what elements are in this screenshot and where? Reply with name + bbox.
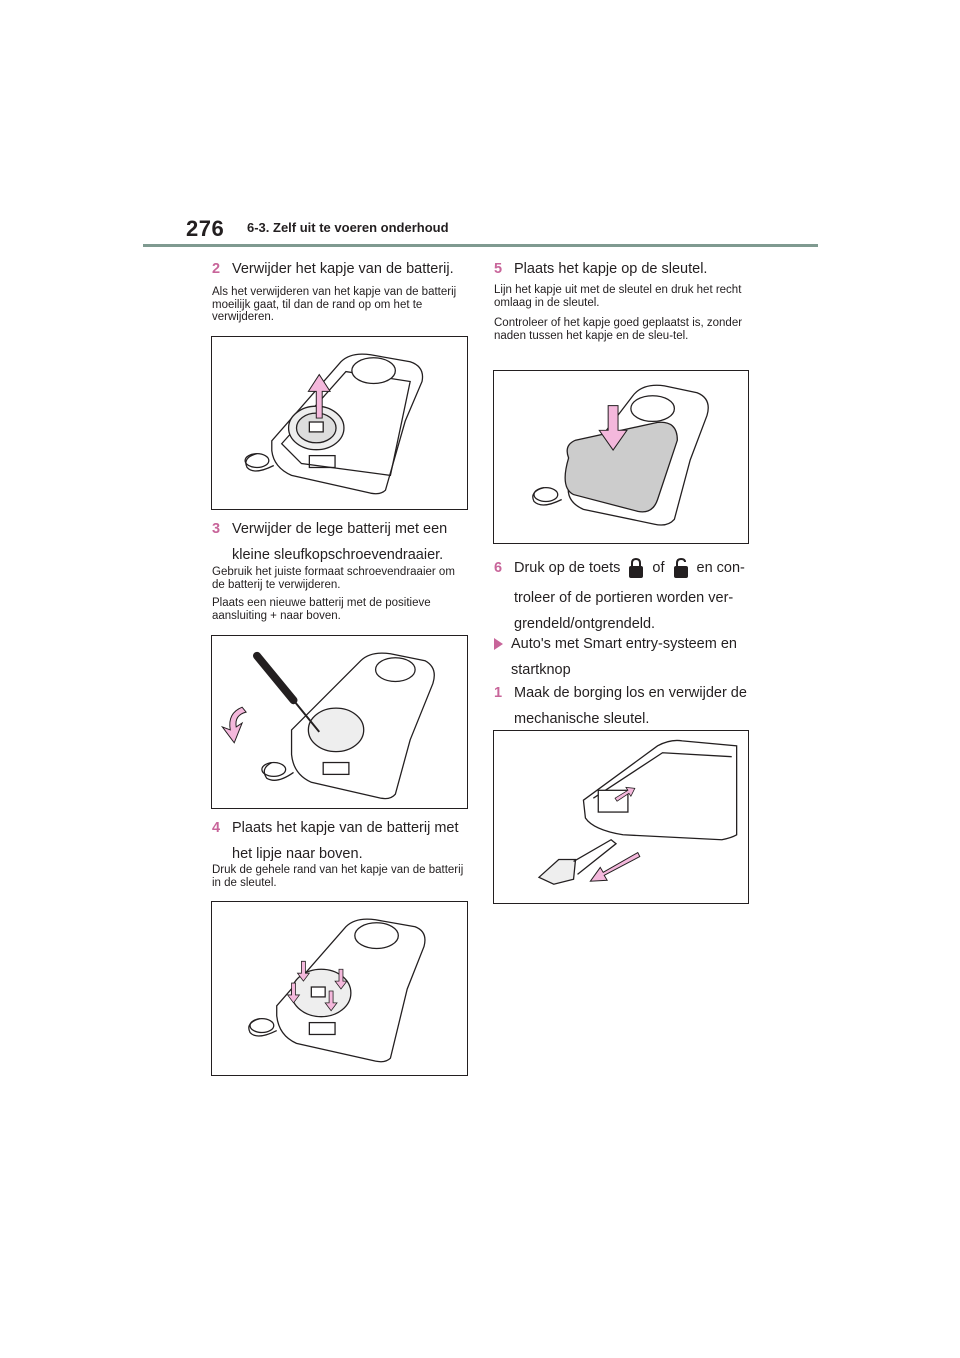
step-1: 1 Maak de borging los en verwijder de mec… (494, 680, 764, 732)
step-text: mechanische sleutel. (514, 711, 650, 727)
key-fob-illustration (532, 384, 709, 526)
step-text: of (652, 560, 665, 576)
note-step-2: Als het verwijderen van het kapje van de… (212, 286, 457, 323)
bullet-text: startknop (511, 662, 571, 678)
figure-remove-battery (211, 635, 468, 809)
note-step-5a: Lijn het kapje uit met de sleutel en dru… (494, 284, 742, 309)
figure-remove-cover (211, 336, 468, 510)
step-text: het lipje naar boven. (232, 846, 363, 862)
step-text: Maak de borging los en verwijder de (514, 685, 747, 701)
note-step-4: Druk de gehele rand van het kapje van de… (212, 864, 464, 889)
step-number: 2 (212, 261, 221, 277)
step-6: 6 Druk op de toets of en con- troleer of… (494, 553, 764, 637)
page-number: 276 (186, 216, 225, 241)
step-2: 2 Verwijder het kapje van de batterij. (212, 256, 472, 282)
step-text: Verwijder de lege batterij met een (232, 521, 448, 537)
lock-icon (628, 557, 644, 579)
key-fob-illustration (248, 918, 426, 1063)
figure-place-cover (211, 901, 468, 1076)
key-fob-illustration (537, 739, 738, 885)
step-text: en con- (696, 560, 745, 576)
step-number: 3 (212, 521, 221, 537)
step-text: Plaats het kapje op de sleutel. (514, 261, 708, 277)
note-step-3b: Plaats een nieuwe batterij met de positi… (212, 597, 431, 622)
key-fob-illustration (244, 353, 424, 495)
bullet-text: Auto's met Smart entry-systeem en (511, 636, 737, 652)
key-fob-illustration (220, 651, 435, 800)
step-text: kleine sleufkopschroevendraaier. (232, 547, 444, 563)
step-3: 3 Verwijder de lege batterij met een klei… (212, 516, 472, 568)
step-number: 4 (212, 820, 221, 836)
step-number: 1 (494, 685, 503, 701)
note-step-3a: Gebruik het juiste formaat schroevendraa… (212, 566, 455, 591)
step-text: Plaats het kapje van de batterij met (232, 820, 459, 836)
step-number: 6 (494, 560, 503, 576)
note-step-5b: Controleer of het kapje goed geplaatst i… (494, 317, 743, 342)
step-text: grendeld/ontgrendeld. (514, 616, 656, 632)
triangle-bullet-icon (494, 638, 503, 651)
step-5: 5 Plaats het kapje op de sleutel. (494, 256, 754, 282)
step-text: Verwijder het kapje van de batterij. (232, 261, 454, 277)
step-text: troleer of de portieren worden ver- (514, 590, 734, 606)
header-rule (143, 244, 818, 247)
step-number: 5 (494, 261, 503, 277)
step-text: Druk op de toets (514, 560, 621, 576)
unlock-icon (673, 557, 689, 579)
bullet-smart-entry: Auto's met Smart entry-systeem en startk… (494, 631, 764, 683)
section-title: 6-3. Zelf uit te voeren onderhoud (247, 220, 449, 235)
step-4: 4 Plaats het kapje van de batterij met he… (212, 815, 472, 867)
figure-fit-cover (493, 370, 749, 544)
figure-remove-mechanical-key (493, 730, 749, 904)
